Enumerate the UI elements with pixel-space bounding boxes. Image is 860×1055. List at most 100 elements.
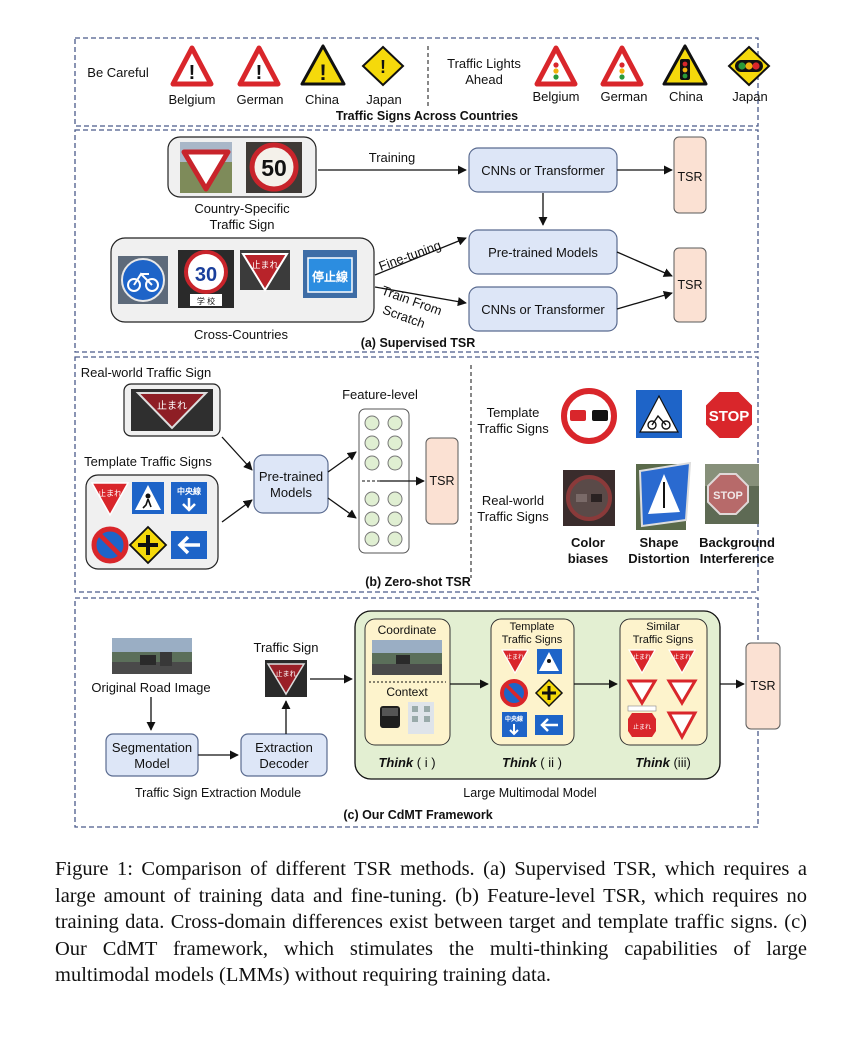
- traffic-light-sign-belgium: [534, 45, 578, 87]
- segmentation-model-line2: Model: [134, 756, 170, 771]
- template-no-parking-sign: [91, 526, 129, 564]
- think-ii-intersection-sign: [534, 678, 564, 708]
- pretrained-models-label: Pre-trained Models: [488, 245, 598, 260]
- pretrained-models-b-line1: Pre-trained: [259, 469, 323, 484]
- color-biases-line1: Color: [571, 535, 605, 550]
- traffic-light-sign-china: [662, 44, 708, 86]
- template-pedestrian-sign: [132, 482, 164, 514]
- cross-countries-label: Cross-Countries: [194, 327, 288, 342]
- tsr-label-c: TSR: [751, 679, 776, 693]
- pretrained-to-tsr-arrow: [616, 251, 673, 277]
- extraction-decoder-line1: Extraction: [255, 740, 313, 755]
- fine-tuning-label: Fine-tuning: [377, 237, 443, 273]
- template-center-line-sign: 中央線: [171, 482, 207, 514]
- think-ii-stop-sign: 止まれ: [500, 649, 530, 675]
- country-label-japan-2: Japan: [732, 89, 767, 104]
- background-interference-line1: Background: [699, 535, 775, 550]
- template-label-b-line2: Traffic Signs: [477, 421, 549, 436]
- svg-text:停止線: 停止線: [312, 269, 348, 284]
- template-c-line2: Traffic Signs: [502, 634, 563, 646]
- country-label-german-2: German: [601, 89, 648, 104]
- country-label-belgium-2: Belgium: [533, 89, 580, 104]
- extraction-decoder-box: [240, 733, 328, 777]
- similar-c-line1: Similar: [646, 621, 680, 633]
- svg-text:止まれ: 止まれ: [276, 669, 297, 678]
- yield-sign-photo: [180, 142, 232, 193]
- similar-sign-2: 止まれ: [667, 649, 697, 675]
- similar-sign-1: 止まれ: [627, 649, 657, 675]
- panel-b-title: (b) Zero-shot TSR: [365, 575, 471, 589]
- svg-text:中央線: 中央線: [505, 715, 523, 723]
- tsr-box-c: [745, 642, 781, 730]
- shape-distortion-line1: Shape: [639, 535, 678, 550]
- country-label-belgium-1: Belgium: [169, 92, 216, 107]
- template-label-b-line1: Template: [487, 405, 540, 420]
- training-label: Training: [369, 150, 415, 165]
- template-stop-sign: 止まれ: [90, 482, 130, 517]
- country-label-china-1: China: [305, 92, 340, 107]
- country-label-japan-1: Japan: [366, 92, 401, 107]
- figure-caption: Figure 1: Comparison of different TSR me…: [55, 858, 807, 986]
- cnn-transformer-label-top: CNNs or Transformer: [481, 163, 605, 178]
- bicycle-sign-photo: [118, 256, 168, 304]
- scratch-arrow: [374, 286, 467, 307]
- similar-sign-5: 止まれ: [627, 705, 657, 737]
- speed-limit-50-photo: 50: [246, 142, 302, 193]
- similar-sign-3: [626, 679, 658, 706]
- think-ii-pedestrian-sign: [537, 649, 562, 674]
- pretrained-models-b-line2: Models: [270, 485, 312, 500]
- similar-sign-6: [666, 711, 698, 741]
- traffic-lights-label-line1: Traffic Lights: [447, 56, 521, 71]
- country-specific-label-line2: Traffic Sign: [209, 217, 274, 232]
- template-intersection-sign: [128, 525, 168, 565]
- panel-countries: [74, 37, 759, 127]
- stop-sign-octagon: STOP: [704, 390, 754, 440]
- svg-text:中央線: 中央線: [177, 486, 201, 496]
- extraction-decoder-line2: Decoder: [259, 756, 309, 771]
- template-left-arrow-sign: [171, 531, 207, 559]
- color-biases-line2: biases: [568, 551, 608, 566]
- country-specific-label-line1: Country-Specific: [194, 201, 290, 216]
- no-overtaking-sign: [561, 388, 617, 444]
- svg-text:30: 30: [195, 264, 217, 286]
- think-iii-label: Think (iii): [635, 755, 691, 770]
- lmm-label: Large Multimodal Model: [463, 786, 596, 800]
- figure-diagram: Be Careful ! ! ! ! Belgium German China …: [74, 37, 781, 828]
- context-car-image: [380, 702, 434, 734]
- warning-sign-german: !: [237, 45, 281, 87]
- be-careful-label: Be Careful: [87, 65, 149, 80]
- panel-a-title: (a) Supervised TSR: [361, 336, 476, 350]
- think-ii-no-parking-sign: [500, 679, 528, 707]
- svg-text:止まれ: 止まれ: [506, 653, 524, 661]
- cnn-to-tsr-arrow-bottom: [616, 290, 673, 310]
- svg-text:!: !: [189, 62, 196, 84]
- feature-level-label: Feature-level: [342, 387, 418, 402]
- svg-text:学 校: 学 校: [197, 296, 215, 306]
- shape-distortion-line2: Distortion: [628, 551, 689, 566]
- template-to-pretrained-arrow: [221, 499, 253, 523]
- think-i-label: Think ( i ): [378, 755, 435, 770]
- think-ii-left-arrow-sign: [535, 715, 563, 735]
- template-c-line1: Template: [510, 621, 555, 633]
- color-bias-photo: [563, 470, 615, 526]
- tsr-label-b: TSR: [430, 474, 455, 488]
- context-label: Context: [386, 685, 428, 699]
- svg-text:STOP: STOP: [709, 408, 750, 425]
- stop-line-sign-photo: 停止線: [303, 250, 357, 298]
- pretrained-models-box-b: [253, 454, 329, 514]
- tsr-label-bottom: TSR: [678, 278, 703, 292]
- svg-text:!: !: [319, 60, 326, 85]
- traffic-lights-label-line2: Ahead: [465, 72, 503, 87]
- shape-distortion-photo: [636, 461, 692, 530]
- svg-text:止まれ: 止まれ: [673, 653, 691, 661]
- svg-text:止まれ: 止まれ: [98, 488, 122, 498]
- pretrained-to-features-top-arrow: [327, 451, 357, 473]
- warning-sign-japan: !: [361, 45, 405, 87]
- svg-text:!: !: [256, 62, 263, 84]
- svg-text:止まれ: 止まれ: [633, 723, 651, 731]
- svg-text:止まれ: 止まれ: [157, 400, 187, 412]
- country-label-china-2: China: [669, 89, 704, 104]
- svg-text:50: 50: [261, 155, 287, 181]
- panel-supervised: [74, 129, 759, 353]
- think-ii-label: Think ( ii ): [502, 755, 562, 770]
